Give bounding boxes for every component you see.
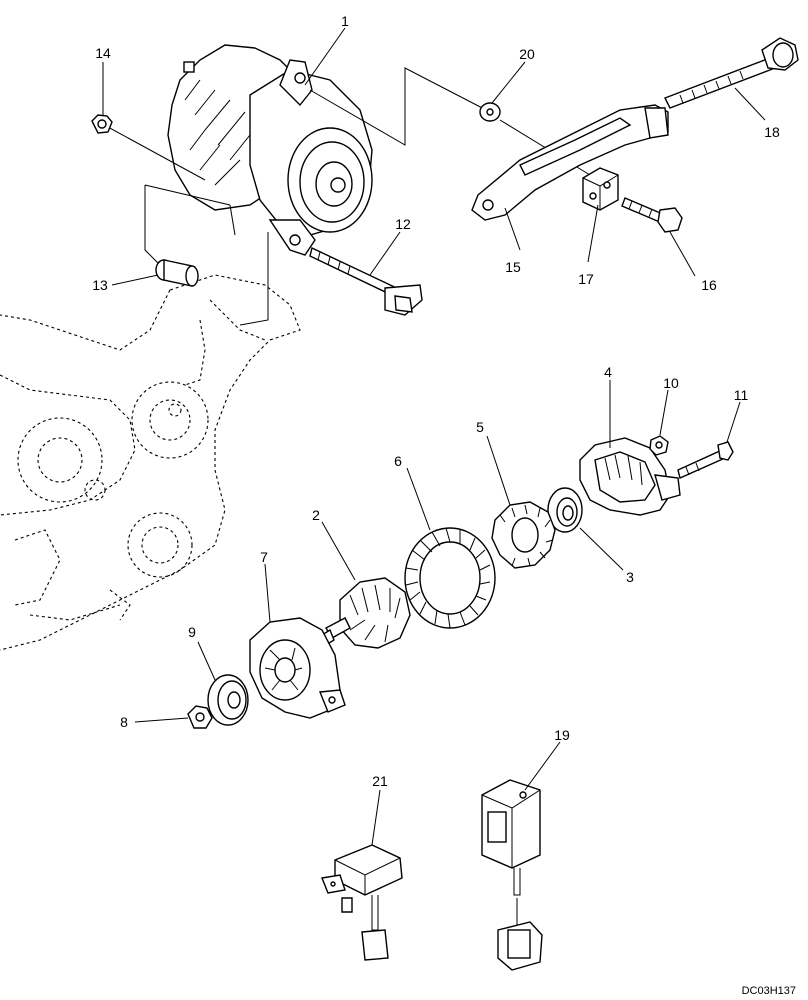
callout-5: 5	[476, 419, 484, 435]
washer-20	[479, 102, 501, 122]
block-17	[582, 167, 619, 211]
guide-12a	[239, 232, 269, 326]
callout-6: 6	[394, 453, 402, 469]
callout-13: 13	[92, 277, 108, 293]
callout-2: 2	[312, 507, 320, 523]
callout-14: 14	[95, 45, 111, 61]
callout-8: 8	[120, 714, 128, 730]
drawing-code: DC03H137	[742, 985, 796, 997]
nut-14	[91, 114, 113, 134]
spacer-13	[155, 259, 199, 287]
pivot-bolt-12	[309, 247, 423, 316]
callout-9: 9	[188, 624, 196, 640]
callout-numbers: 1 14 20 18 12 13 15 17 16 4 10 11 5 6 2 …	[92, 13, 780, 789]
rear-frame-4	[579, 437, 681, 516]
rectifier-5	[491, 501, 556, 569]
callout-7: 7	[260, 549, 268, 565]
adjusting-bracket-15	[471, 104, 669, 221]
regulator-19	[481, 779, 543, 971]
bolt-16	[621, 197, 683, 233]
callout-17: 17	[578, 271, 594, 287]
callout-12: 12	[395, 216, 411, 232]
pulley-nut-8	[187, 705, 213, 729]
leader-lines	[102, 27, 766, 846]
guide-bracket	[309, 67, 491, 146]
callout-16: 16	[701, 277, 717, 293]
stator-6	[404, 527, 496, 629]
engine-block-phantom	[0, 274, 301, 651]
callout-20: 20	[519, 46, 535, 62]
leader-14	[107, 126, 206, 181]
pulley-9	[207, 674, 249, 726]
alternator-assembly	[167, 44, 373, 256]
bearing-3	[547, 487, 583, 533]
callout-11: 11	[734, 387, 749, 403]
regulator-21	[321, 844, 403, 961]
rotor-2	[321, 577, 411, 649]
bolt-18	[664, 37, 799, 109]
callout-19: 19	[554, 727, 570, 743]
callout-10: 10	[663, 375, 679, 391]
callout-1: 1	[341, 13, 349, 29]
callout-21: 21	[372, 773, 388, 789]
callout-4: 4	[604, 364, 612, 380]
front-frame-7	[249, 617, 346, 719]
callout-15: 15	[505, 259, 521, 275]
callout-3: 3	[626, 569, 634, 585]
nut-10	[649, 435, 669, 456]
callout-18: 18	[764, 124, 780, 140]
through-bolt-11	[677, 441, 734, 479]
guide-13	[144, 184, 236, 266]
